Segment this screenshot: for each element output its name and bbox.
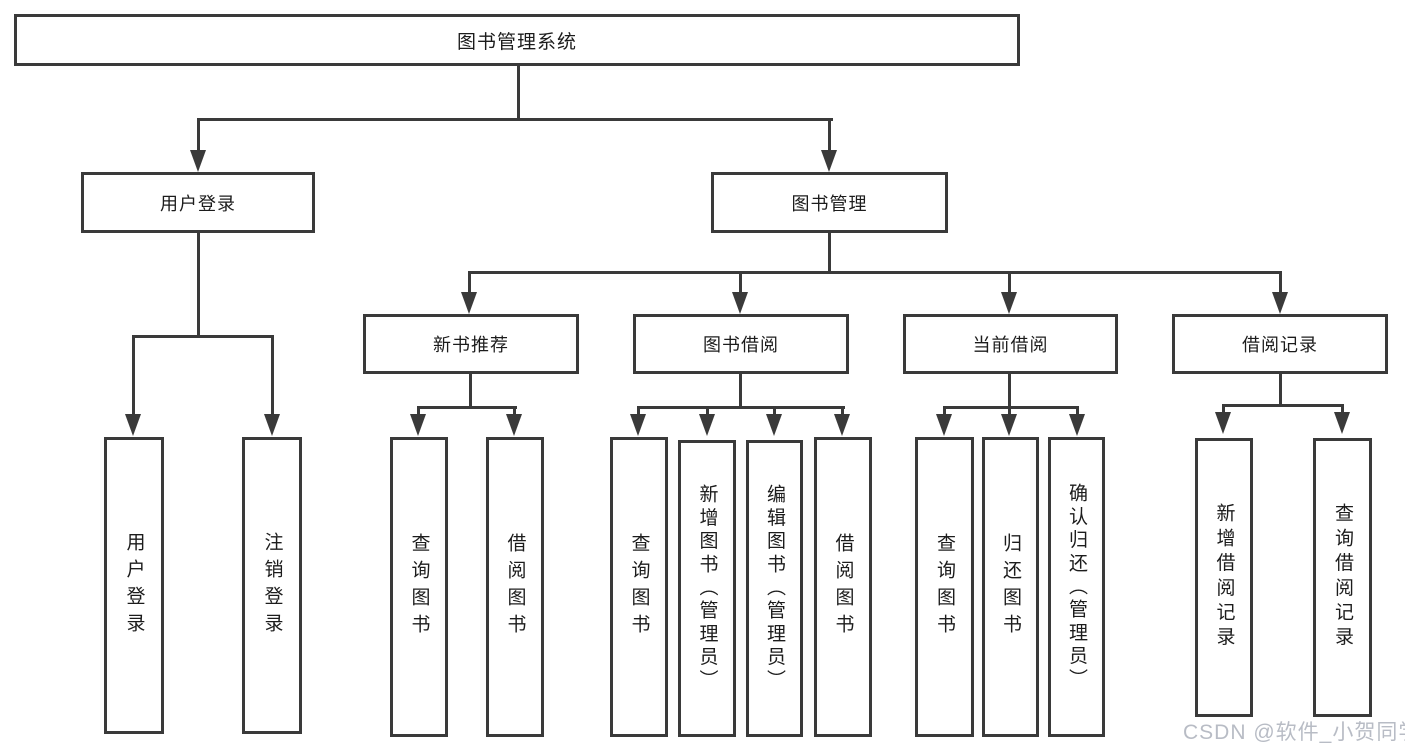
connector-recommend-stem <box>469 374 472 409</box>
connector-bookmgmt-bar <box>468 271 1282 274</box>
node-current-borrowing: 当前借阅 <box>903 314 1118 374</box>
arrow-down-icon <box>1272 292 1288 314</box>
arrow-down-icon <box>766 414 782 436</box>
connector-borrowing-stem <box>739 374 742 409</box>
arrow-down-icon <box>732 292 748 314</box>
connector-current-stem <box>1008 374 1011 409</box>
arrow-down-icon <box>125 414 141 436</box>
arrow-down-icon <box>190 150 206 172</box>
connector-recommend-bar <box>417 406 517 409</box>
node-borrowing-records: 借阅记录 <box>1172 314 1388 374</box>
node-book-management: 图书管理 <box>711 172 948 233</box>
leaf-current-return-books: 归还图书 <box>982 437 1039 737</box>
connector-stub <box>637 406 640 415</box>
connector-stub <box>513 406 516 415</box>
connector-stem-book-mgmt <box>828 118 831 152</box>
watermark-text: CSDN @软件_小贺同学 <box>1183 721 1405 744</box>
arrow-down-icon <box>1001 292 1017 314</box>
arrow-down-icon <box>699 414 715 436</box>
leaf-logout: 注销登录 <box>242 437 302 734</box>
leaf-borrowing-edit-books-admin: 编辑图书（管理员） <box>746 440 803 737</box>
node-new-book-recommend: 新书推荐 <box>363 314 579 374</box>
connector-records-bar <box>1222 404 1344 407</box>
connector-stem-leaf-logout <box>271 335 274 415</box>
arrow-down-icon <box>1069 414 1085 436</box>
connector-stub <box>706 406 709 415</box>
arrow-down-icon <box>506 414 522 436</box>
node-book-borrowing: 图书借阅 <box>633 314 849 374</box>
leaf-records-query-record: 查询借阅记录 <box>1313 438 1372 717</box>
leaf-borrowing-borrow-books: 借阅图书 <box>814 437 872 737</box>
connector-stub <box>1008 406 1011 415</box>
node-root: 图书管理系统 <box>14 14 1020 66</box>
connector-current-bar <box>943 406 1079 409</box>
connector-stub <box>1222 404 1225 413</box>
connector-stem-user-login <box>197 118 200 152</box>
connector-stub <box>841 406 844 415</box>
leaf-recommend-borrow-books: 借阅图书 <box>486 437 544 737</box>
connector-root-bar <box>197 118 833 121</box>
arrow-down-icon <box>461 292 477 314</box>
leaf-borrowing-query-books: 查询图书 <box>610 437 668 737</box>
leaf-recommend-query-books: 查询图书 <box>390 437 448 737</box>
connector-stub <box>943 406 946 415</box>
arrow-down-icon <box>1215 412 1231 434</box>
connector-stub <box>1341 404 1344 413</box>
connector-stub <box>417 406 420 415</box>
leaf-user-login: 用户登录 <box>104 437 164 734</box>
connector-stem-recommend <box>468 271 471 293</box>
arrow-down-icon <box>1001 414 1017 436</box>
arrow-down-icon <box>264 414 280 436</box>
arrow-down-icon <box>834 414 850 436</box>
connector-userlogin-bar <box>132 335 274 338</box>
connector-stem-records <box>1279 271 1282 293</box>
leaf-records-add-record: 新增借阅记录 <box>1195 438 1253 717</box>
arrow-down-icon <box>936 414 952 436</box>
connector-root-stem <box>517 66 520 120</box>
connector-borrowing-bar <box>637 406 845 409</box>
connector-userlogin-stem <box>197 233 200 337</box>
connector-stub <box>1076 406 1079 415</box>
arrow-down-icon <box>410 414 426 436</box>
connector-stem-borrowing <box>739 271 742 293</box>
node-user-login: 用户登录 <box>81 172 315 233</box>
connector-stub <box>773 406 776 415</box>
arrow-down-icon <box>630 414 646 436</box>
connector-stem-current <box>1008 271 1011 293</box>
leaf-current-query-books: 查询图书 <box>915 437 974 737</box>
connector-records-stem <box>1279 374 1282 407</box>
connector-bookmgmt-stem <box>828 233 831 274</box>
arrow-down-icon <box>1334 412 1350 434</box>
connector-stem-leaf-userlogin <box>132 335 135 415</box>
leaf-borrowing-add-books-admin: 新增图书（管理员） <box>678 440 736 737</box>
leaf-current-confirm-return-admin: 确认归还（管理员） <box>1048 437 1105 737</box>
arrow-down-icon <box>821 150 837 172</box>
